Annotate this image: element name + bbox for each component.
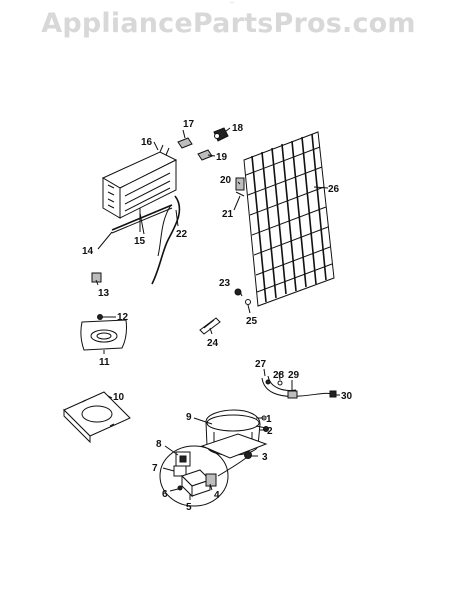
part-label-19: 19: [216, 152, 228, 163]
condenser-part-26: [243, 131, 335, 307]
heater-part-15: [111, 204, 173, 234]
top-mark: ··: [230, 0, 234, 6]
mounting-bracket-part-20: [235, 177, 245, 197]
part-label-8: 8: [156, 439, 162, 450]
part-label-15: 15: [134, 236, 146, 247]
mounting-plate-part-10: [63, 391, 131, 444]
fitting-part-18: [213, 127, 229, 142]
part-label-1: 1: [266, 414, 272, 425]
grommet-part-3: [244, 451, 252, 459]
part-label-13: 13: [98, 288, 110, 299]
part-label-7: 7: [152, 463, 158, 474]
part-label-24: 24: [207, 338, 219, 349]
part-label-3: 3: [262, 452, 268, 463]
screw-part-23: [234, 288, 242, 296]
compressor-part-9: [200, 409, 268, 459]
drain-pan-part-11: [80, 319, 127, 351]
bracket-part-17: [177, 137, 193, 149]
clip-part-24: [199, 317, 221, 335]
relay-assembly-group: [159, 445, 229, 507]
watermark-text: AppliancePartsPros.com: [41, 8, 416, 39]
part-label-21: 21: [222, 209, 234, 220]
drain-tube-part-22: [151, 195, 181, 285]
part-label-16: 16: [141, 137, 153, 148]
part-label-11: 11: [99, 357, 110, 368]
part-label-25: 25: [246, 316, 258, 327]
overload-part-8: [175, 451, 191, 467]
part-label-28: 28: [273, 370, 285, 381]
washer-part-12: [97, 314, 103, 320]
part-label-5: 5: [186, 502, 192, 513]
part-label-2: 2: [267, 426, 273, 437]
evaporator-part-16: [101, 144, 178, 219]
clip-part-6: [177, 485, 183, 491]
part-label-23: 23: [219, 278, 231, 289]
relay-part-7: [173, 465, 187, 477]
part-label-12: 12: [117, 312, 129, 323]
part-label-18: 18: [232, 123, 244, 134]
screw-part-25: [245, 299, 251, 305]
relay-lead-wire: [217, 457, 247, 477]
part-label-17: 17: [183, 119, 195, 130]
part-label-4: 4: [214, 490, 220, 501]
part-label-6: 6: [162, 489, 168, 500]
cover-part-4: [205, 473, 217, 487]
part-label-9: 9: [186, 412, 192, 423]
part-label-29: 29: [288, 370, 300, 381]
leader-lines: [95, 127, 340, 500]
part-label-27: 27: [255, 359, 267, 370]
part-label-22: 22: [176, 229, 188, 240]
part-label-20: 20: [220, 175, 232, 186]
part-label-14: 14: [82, 246, 94, 257]
part-label-26: 26: [328, 184, 340, 195]
part-label-10: 10: [113, 392, 125, 403]
part-label-30: 30: [341, 391, 353, 402]
